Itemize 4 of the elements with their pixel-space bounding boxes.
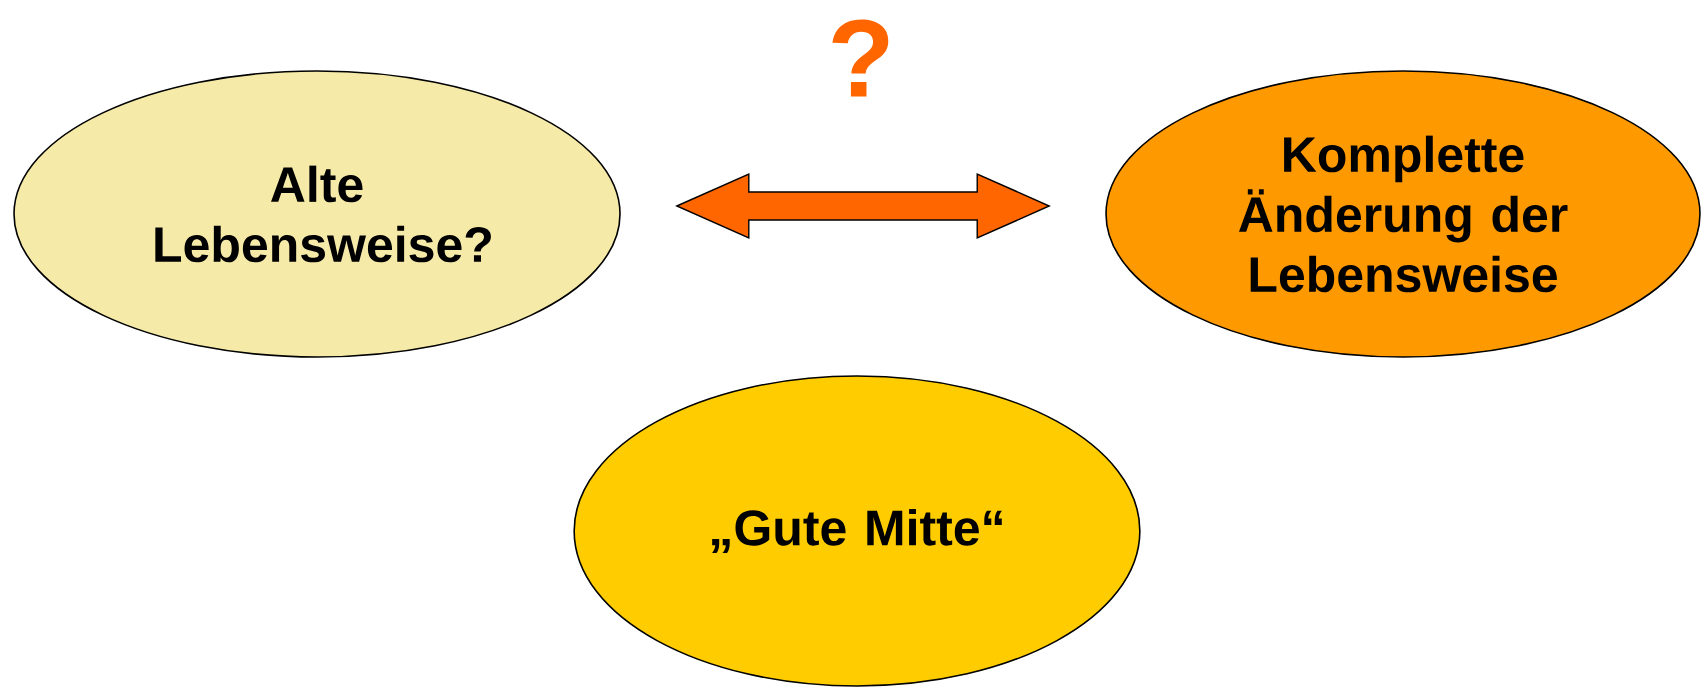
ellipse-node: „Gute Mitte“ <box>573 375 1141 687</box>
ellipse-node: Komplette Änderung der Lebensweise <box>1105 70 1701 358</box>
question-mark: ? <box>832 19 889 97</box>
ellipse-node: Alte Lebensweise? <box>13 70 621 358</box>
